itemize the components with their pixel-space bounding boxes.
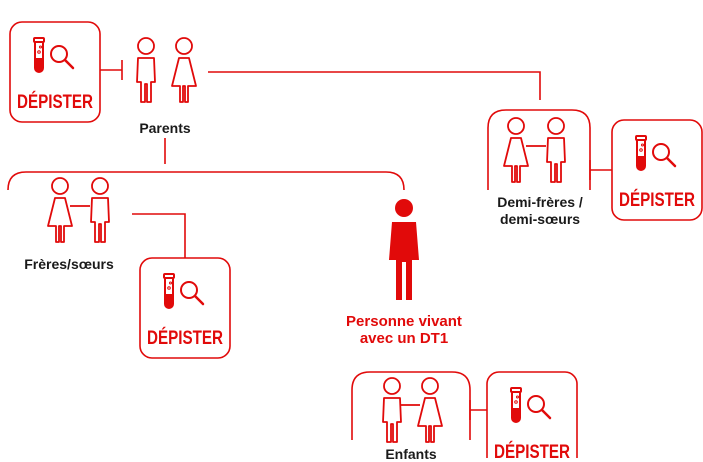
siblings-figures <box>47 177 110 243</box>
person-label-line2: avec un DT1 <box>359 330 449 347</box>
half-siblings-card <box>487 109 591 190</box>
person-icon <box>389 199 419 300</box>
screen-button-label: DÉPISTER <box>619 189 695 211</box>
screen-card-siblings[interactable]: DÉPISTER <box>139 257 231 359</box>
siblings-label: Frères/sœurs <box>24 256 114 272</box>
half-siblings-label-line1: Demi-frères / <box>497 194 583 210</box>
connector-lines <box>7 60 612 420</box>
person-label-line1: Personne vivant <box>346 313 462 330</box>
couple-icon <box>136 37 197 103</box>
children-icon <box>382 377 443 443</box>
parents-label: Parents <box>139 120 191 136</box>
screen-button-label: DÉPISTER <box>147 327 223 349</box>
couple-icon <box>503 117 566 183</box>
screen-card-children[interactable]: DÉPISTER <box>486 371 578 458</box>
half-siblings-label-line2: demi-sœurs <box>499 211 581 227</box>
screen-button-label: DÉPISTER <box>494 441 570 458</box>
couple-icon <box>47 177 110 243</box>
children-card <box>351 371 471 443</box>
screen-button-label: DÉPISTER <box>17 91 93 113</box>
children-label: Enfants <box>385 446 437 462</box>
screen-card-parents[interactable]: DÉPISTER <box>9 21 101 123</box>
screen-card-half-siblings[interactable]: DÉPISTER <box>611 119 703 221</box>
